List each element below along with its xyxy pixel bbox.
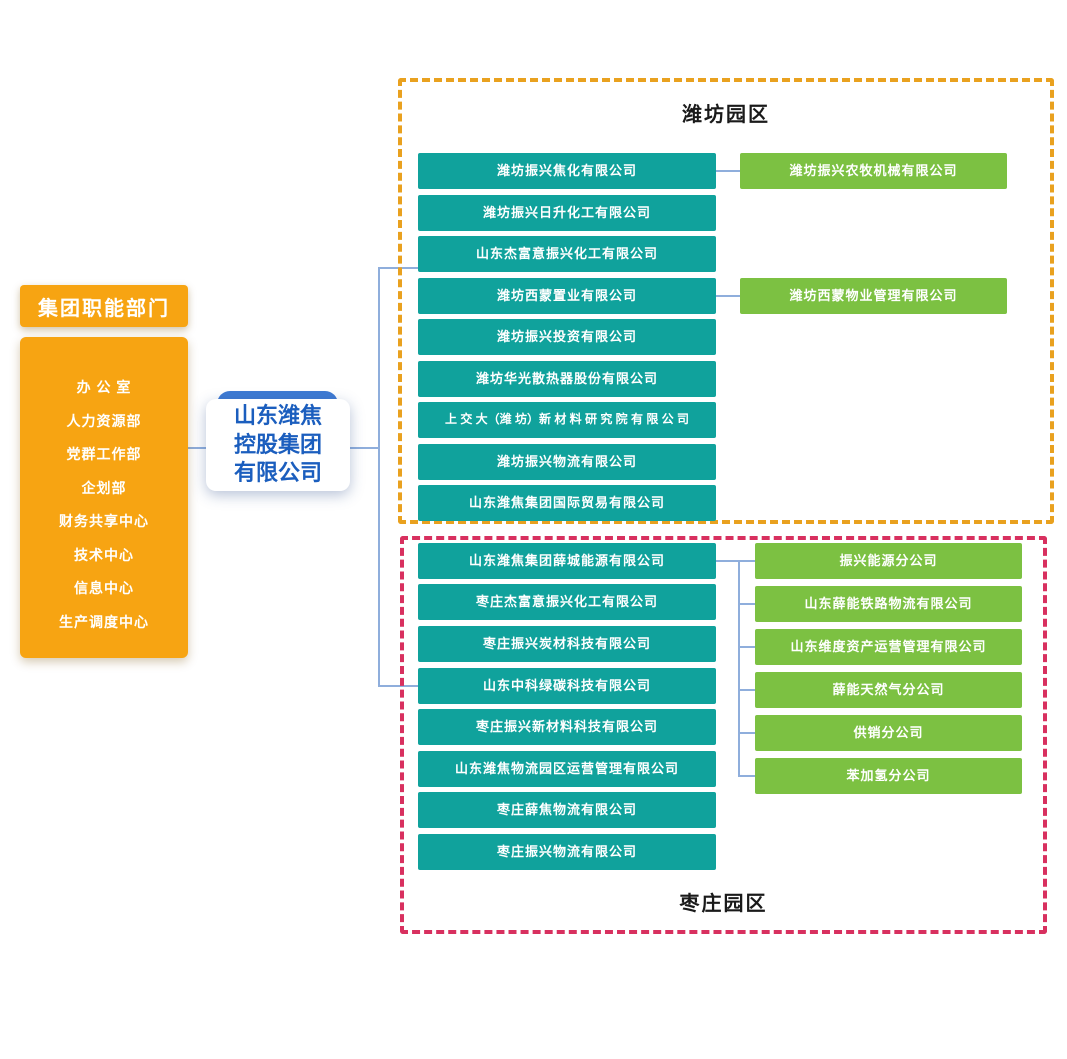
company-node: 潍坊振兴投资有限公司 xyxy=(418,319,716,355)
company-node: 山东杰富意振兴化工有限公司 xyxy=(418,236,716,272)
root-company-node: 山东潍焦控股集团有限公司 xyxy=(206,399,350,491)
company-node: 枣庄振兴新材料科技有限公司 xyxy=(418,709,716,745)
connector-line xyxy=(738,560,755,562)
connector-line xyxy=(716,170,740,172)
connector-line xyxy=(716,295,740,297)
connector-line xyxy=(738,560,740,777)
connector-line xyxy=(716,560,738,562)
root-company-label: 山东潍焦控股集团有限公司 xyxy=(233,403,322,486)
company-node: 山东潍焦物流园区运营管理有限公司 xyxy=(418,751,716,787)
connector-line xyxy=(738,775,755,777)
department-item: 办 公 室 xyxy=(76,379,132,395)
subsidiary-node: 薛能天然气分公司 xyxy=(755,672,1022,708)
subsidiary-node: 山东维度资产运营管理有限公司 xyxy=(755,629,1022,665)
company-node: 枣庄振兴炭材科技有限公司 xyxy=(418,626,716,662)
connector-line xyxy=(378,685,418,687)
company-node: 山东潍焦集团国际贸易有限公司 xyxy=(418,485,716,521)
department-item: 生产调度中心 xyxy=(59,613,149,630)
departments-header: 集团职能部门 xyxy=(20,285,188,327)
subsidiary-node: 振兴能源分公司 xyxy=(755,543,1022,579)
department-item: 信息中心 xyxy=(74,580,134,597)
company-node: 上 交 大（潍 坊）新 材 料 研 究 院 有 限 公 司 xyxy=(418,402,716,438)
company-node: 山东潍焦集团薛城能源有限公司 xyxy=(418,543,716,579)
departments-panel: 办 公 室 人力资源部 党群工作部 企划部 财务共享中心 技术中心 信息中心 生… xyxy=(20,337,188,658)
department-item: 财务共享中心 xyxy=(59,513,149,530)
department-item: 企划部 xyxy=(81,479,127,496)
subsidiary-node: 供销分公司 xyxy=(755,715,1022,751)
department-item: 技术中心 xyxy=(74,546,134,563)
company-node: 枣庄杰富意振兴化工有限公司 xyxy=(418,584,716,620)
company-node: 山东中科绿碳科技有限公司 xyxy=(418,668,716,704)
subsidiary-node: 潍坊振兴农牧机械有限公司 xyxy=(740,153,1007,189)
departments-title: 集团职能部门 xyxy=(38,297,170,320)
connector-line xyxy=(738,603,755,605)
connector-line xyxy=(378,267,380,687)
weifang-park-title: 潍坊园区 xyxy=(682,104,770,126)
connector-line xyxy=(738,646,755,648)
company-node: 枣庄薛焦物流有限公司 xyxy=(418,792,716,828)
company-node: 潍坊华光散热器股份有限公司 xyxy=(418,361,716,397)
company-node: 潍坊振兴日升化工有限公司 xyxy=(418,195,716,231)
connector-line xyxy=(350,447,378,449)
subsidiary-node: 苯加氢分公司 xyxy=(755,758,1022,794)
zaozhuang-park-title: 枣庄园区 xyxy=(679,893,768,915)
subsidiary-node: 山东薛能铁路物流有限公司 xyxy=(755,586,1022,622)
company-node: 枣庄振兴物流有限公司 xyxy=(418,834,716,870)
department-item: 人力资源部 xyxy=(66,412,142,429)
zaozhuang-park-container: 枣庄园区 xyxy=(400,536,1047,934)
connector-line xyxy=(738,732,755,734)
weifang-park-container: 潍坊园区 xyxy=(398,78,1054,524)
company-node: 潍坊振兴焦化有限公司 xyxy=(418,153,716,189)
company-node: 潍坊振兴物流有限公司 xyxy=(418,444,716,480)
company-node: 潍坊西蒙置业有限公司 xyxy=(418,278,716,314)
connector-line xyxy=(188,447,206,449)
subsidiary-node: 潍坊西蒙物业管理有限公司 xyxy=(740,278,1007,314)
department-item: 党群工作部 xyxy=(66,446,142,463)
connector-line xyxy=(738,689,755,691)
